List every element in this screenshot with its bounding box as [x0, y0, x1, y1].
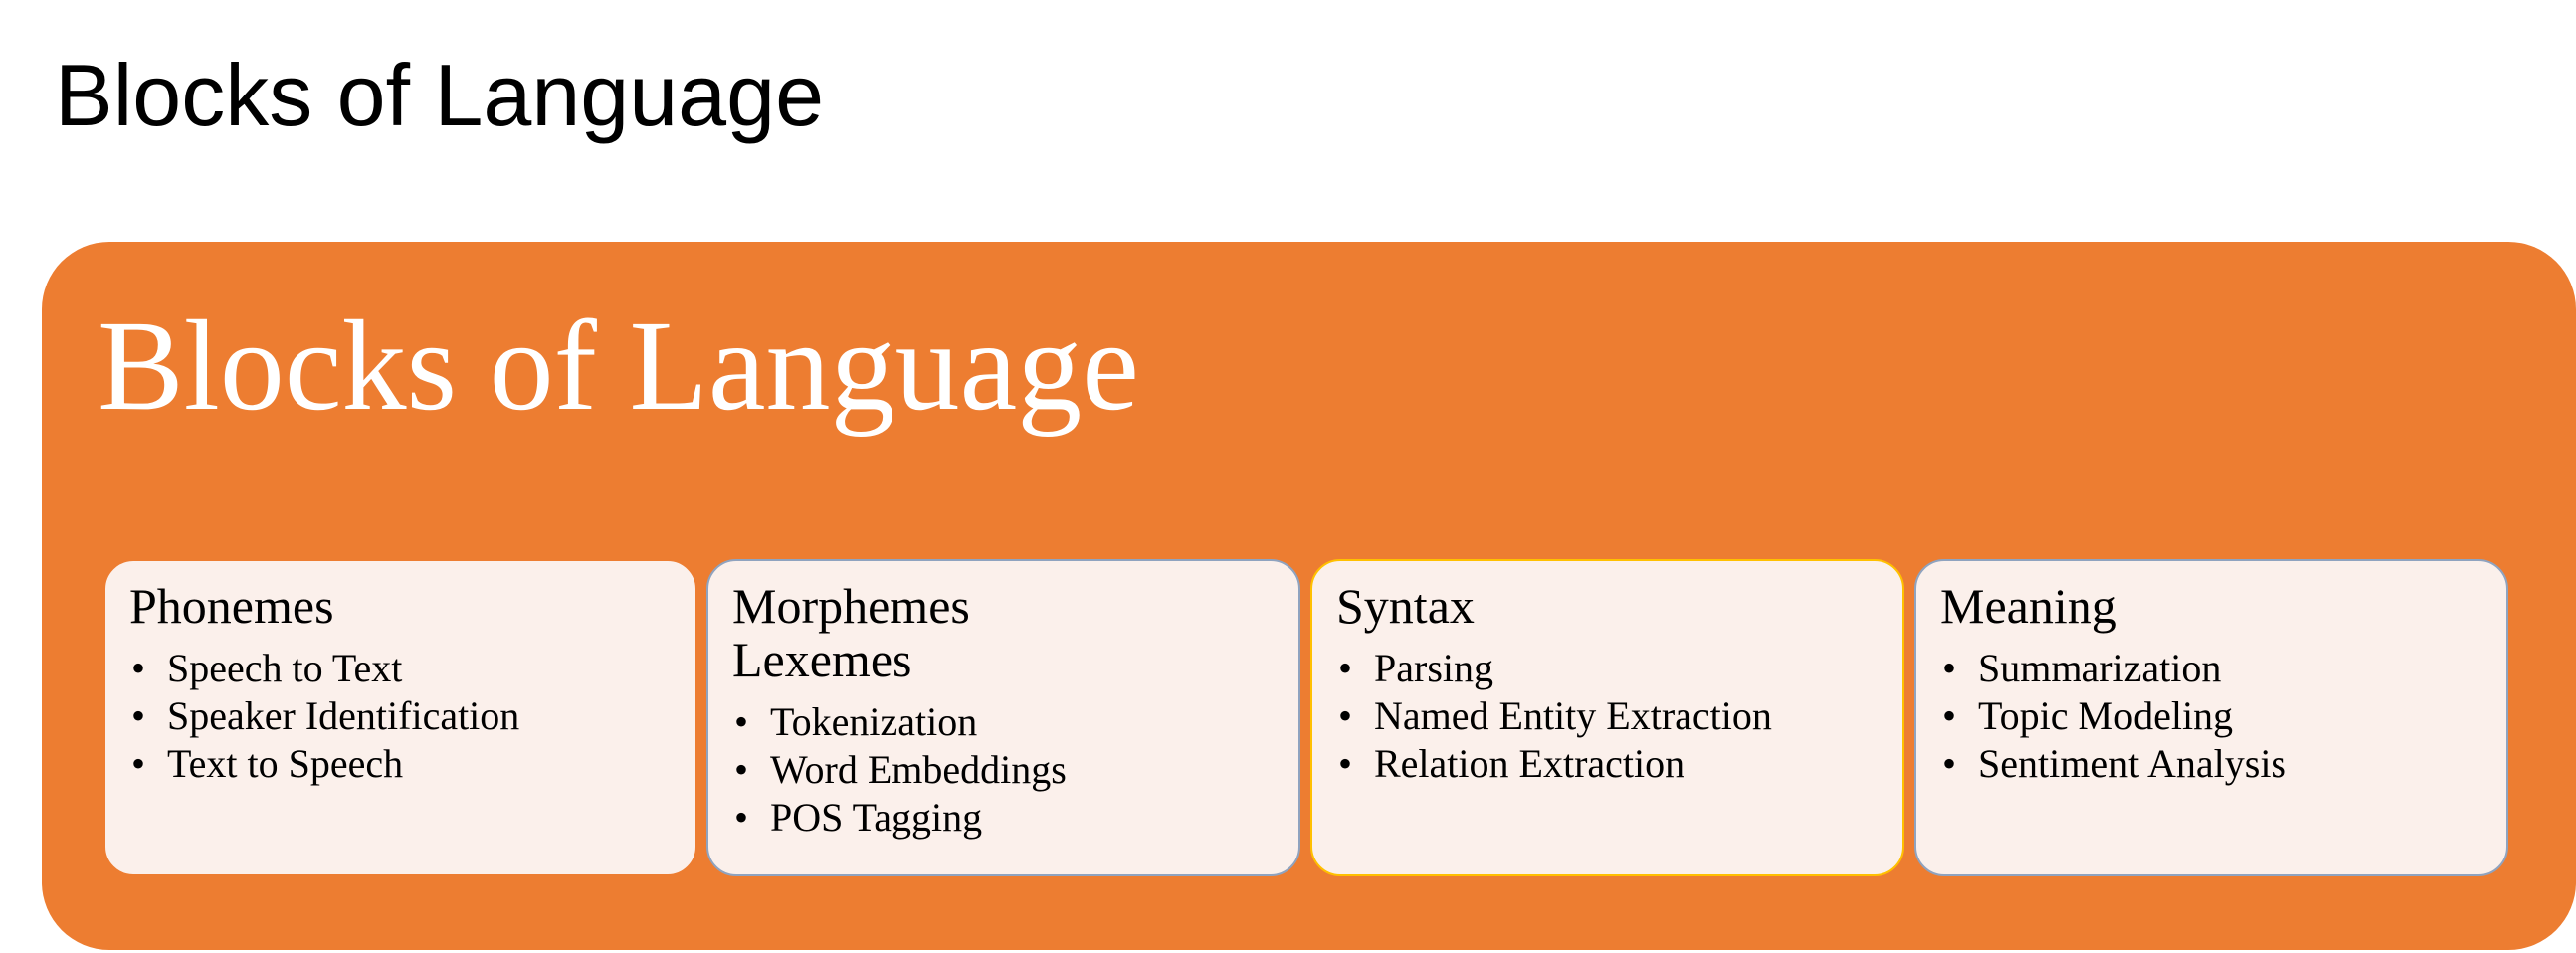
- list-item: Speech to Text: [129, 645, 672, 692]
- list-item: Tokenization: [732, 698, 1275, 746]
- card-list: Tokenization Word Embeddings POS Tagging: [732, 698, 1275, 842]
- list-item: Speaker Identification: [129, 692, 672, 740]
- card-heading: Morphemes Lexemes: [732, 579, 1275, 686]
- slide-title: Blocks of Language: [55, 46, 825, 144]
- card-heading: Phonemes: [129, 579, 672, 633]
- blocks-panel: Blocks of Language Phonemes Speech to Te…: [42, 242, 2576, 950]
- card-heading-line: Lexemes: [732, 632, 912, 687]
- list-item: Summarization: [1940, 645, 2482, 692]
- list-item: Sentiment Analysis: [1940, 740, 2482, 788]
- card-syntax: Syntax Parsing Named Entity Extraction R…: [1310, 559, 1904, 876]
- card-heading-line: Phonemes: [129, 578, 334, 634]
- card-meaning: Meaning Summarization Topic Modeling Sen…: [1914, 559, 2508, 876]
- card-list: Parsing Named Entity Extraction Relation…: [1336, 645, 1879, 788]
- card-phonemes: Phonemes Speech to Text Speaker Identifi…: [103, 559, 697, 876]
- list-item: Text to Speech: [129, 740, 672, 788]
- card-list: Speech to Text Speaker Identification Te…: [129, 645, 672, 788]
- card-heading-line: Syntax: [1336, 578, 1475, 634]
- list-item: POS Tagging: [732, 794, 1275, 842]
- list-item: Word Embeddings: [732, 746, 1275, 794]
- list-item: Topic Modeling: [1940, 692, 2482, 740]
- list-item: Relation Extraction: [1336, 740, 1879, 788]
- card-heading: Meaning: [1940, 579, 2482, 633]
- list-item: Parsing: [1336, 645, 1879, 692]
- card-heading: Syntax: [1336, 579, 1879, 633]
- card-heading-line: Morphemes: [732, 578, 970, 634]
- card-list: Summarization Topic Modeling Sentiment A…: [1940, 645, 2482, 788]
- card-heading-line: Meaning: [1940, 578, 2117, 634]
- card-morphemes-lexemes: Morphemes Lexemes Tokenization Word Embe…: [706, 559, 1300, 876]
- list-item: Named Entity Extraction: [1336, 692, 1879, 740]
- panel-title: Blocks of Language: [98, 294, 1139, 438]
